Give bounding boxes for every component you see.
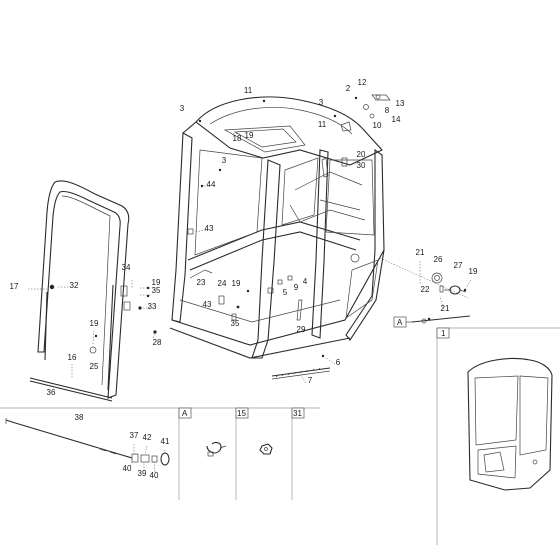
callout-42: 42 <box>143 433 152 442</box>
detail-31-label: 31 <box>293 409 302 418</box>
callout-2: 2 <box>346 84 351 93</box>
callout-34: 34 <box>122 263 131 272</box>
callout-38: 38 <box>75 413 84 422</box>
callout-19: 19 <box>152 278 161 287</box>
nut-detail <box>259 443 273 455</box>
callout-14: 14 <box>392 115 401 124</box>
callout-43: 43 <box>203 300 212 309</box>
callout-37: 37 <box>130 431 139 440</box>
callout-35: 35 <box>152 286 161 295</box>
callout-11: 11 <box>244 86 253 95</box>
callout-3: 3 <box>319 98 324 107</box>
callout-24: 24 <box>218 279 227 288</box>
callout-35: 35 <box>231 319 240 328</box>
leader-lines <box>28 132 472 384</box>
roof-fittings <box>321 94 391 178</box>
callout-5: 5 <box>283 288 288 297</box>
detail-a-label: A <box>182 409 188 418</box>
callout-8: 8 <box>385 106 390 115</box>
callout-44: 44 <box>207 180 216 189</box>
callout-9: 9 <box>294 283 299 292</box>
callout-32: 32 <box>70 281 79 290</box>
callout-40: 40 <box>123 464 132 473</box>
callout-19: 19 <box>469 267 478 276</box>
callout-22: 22 <box>421 285 430 294</box>
door-assembly <box>29 180 131 402</box>
inset-1-label: 1 <box>441 329 446 338</box>
callout-21: 21 <box>416 248 425 257</box>
callout-3: 3 <box>222 156 227 165</box>
detail-15-label: 15 <box>237 409 246 418</box>
callout-3: 3 <box>180 104 185 113</box>
callout-29: 29 <box>297 325 306 334</box>
interior-fittings <box>49 96 467 358</box>
detail-panels <box>0 407 320 500</box>
callout-30: 30 <box>357 161 366 170</box>
callout-4: 4 <box>303 277 308 286</box>
callout-39: 39 <box>138 469 147 478</box>
callout-26: 26 <box>434 255 443 264</box>
callout-33: 33 <box>148 302 157 311</box>
clamp-detail <box>206 441 227 457</box>
seal-strip <box>271 367 331 380</box>
callout-27: 27 <box>454 261 463 270</box>
callout-25: 25 <box>90 362 99 371</box>
callout-17: 17 <box>10 282 19 291</box>
callout-6: 6 <box>336 358 341 367</box>
ref-tag-a-label: A <box>397 318 403 327</box>
cable-assembly <box>5 418 170 473</box>
callout-10: 10 <box>373 121 382 130</box>
callout-20: 20 <box>357 150 366 159</box>
callout-19: 19 <box>245 131 254 140</box>
callout-11: 11 <box>318 120 327 129</box>
ref-tag-a <box>393 316 412 328</box>
callout-23: 23 <box>197 278 206 287</box>
callout-40: 40 <box>150 471 159 480</box>
callout-13: 13 <box>396 99 405 108</box>
callout-7: 7 <box>308 376 313 385</box>
callout-19: 19 <box>232 279 241 288</box>
cab-frame <box>169 96 385 359</box>
callout-41: 41 <box>161 437 170 446</box>
callout-16: 16 <box>68 353 77 362</box>
callout-18: 18 <box>233 134 242 143</box>
callout-36: 36 <box>47 388 56 397</box>
callout-21: 21 <box>441 304 450 313</box>
inset-panel <box>436 327 560 545</box>
callout-43: 43 <box>205 224 214 233</box>
callout-19: 19 <box>90 319 99 328</box>
callout-12: 12 <box>358 78 367 87</box>
hinge-assembly <box>379 257 471 324</box>
callout-28: 28 <box>153 338 162 347</box>
